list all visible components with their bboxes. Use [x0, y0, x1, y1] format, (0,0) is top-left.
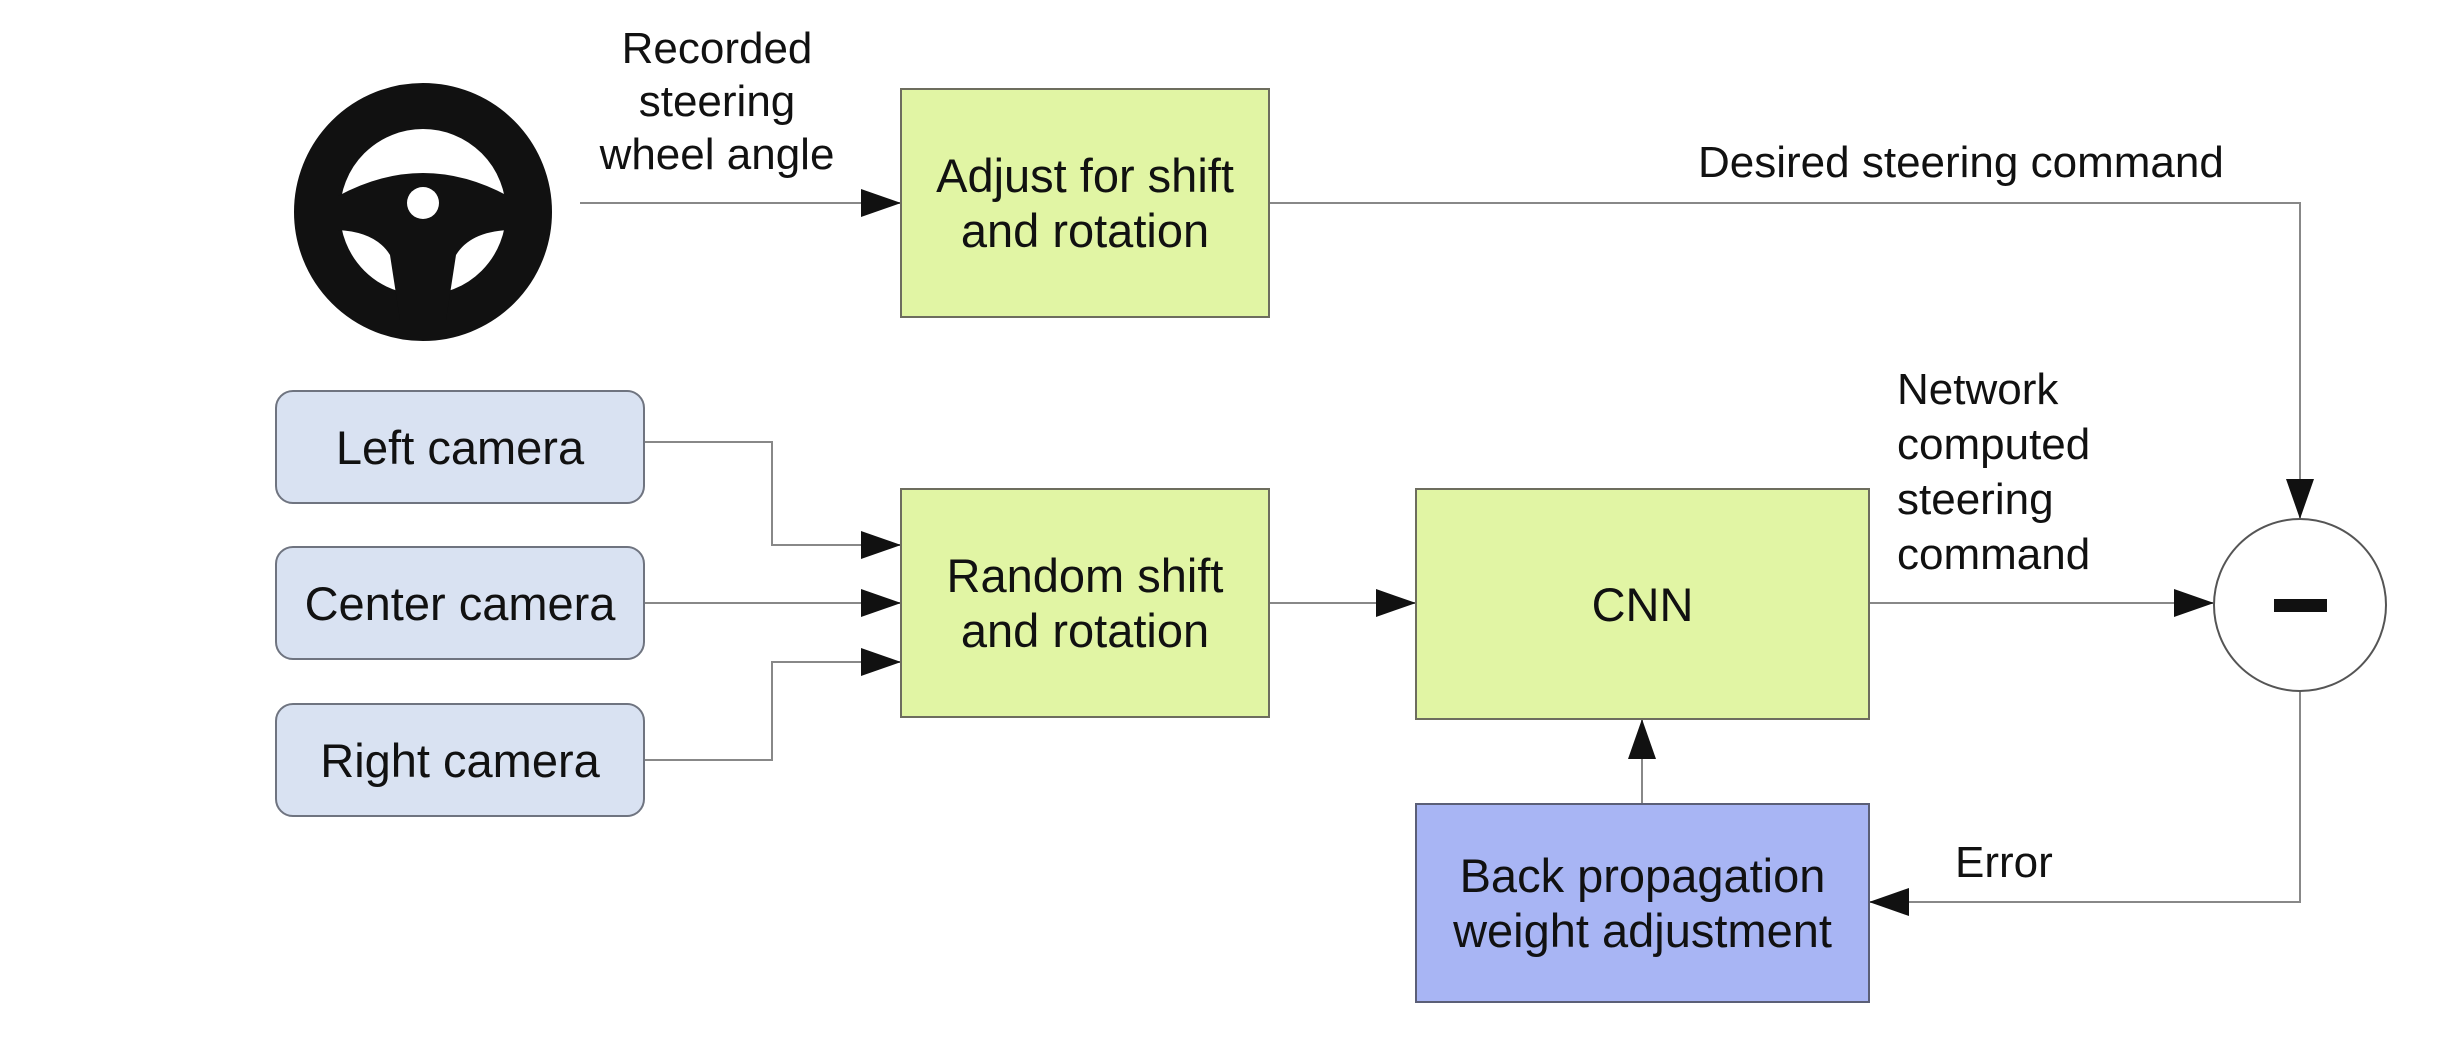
backprop-box: Back propagation weight adjustment [1415, 803, 1870, 1003]
arrow-error-to-backprop [1869, 690, 2301, 916]
steering-wheel-icon [294, 83, 552, 341]
network-command-label: Network computed steering command [1897, 365, 2091, 579]
recorded-angle-label: Recorded steering wheel angle [599, 24, 835, 179]
arrow-left-camera [645, 441, 901, 559]
connectors [580, 189, 2314, 916]
adjust-shift-rotation-box: Adjust for shift and rotation [900, 88, 1270, 318]
line-desired-command [1270, 202, 2314, 519]
random-shift-rotation-box: Random shift and rotation [900, 488, 1270, 718]
desired-command-label: Desired steering command [1698, 138, 2224, 187]
left-camera-box: Left camera [275, 390, 645, 504]
subtract-node [2213, 518, 2387, 692]
right-camera-box: Right camera [275, 703, 645, 817]
center-camera-box: Center camera [275, 546, 645, 660]
minus-sign [2273, 598, 2327, 612]
arrow-right-camera [645, 648, 901, 761]
cnn-box: CNN [1415, 488, 1870, 720]
error-label: Error [1955, 838, 2053, 887]
